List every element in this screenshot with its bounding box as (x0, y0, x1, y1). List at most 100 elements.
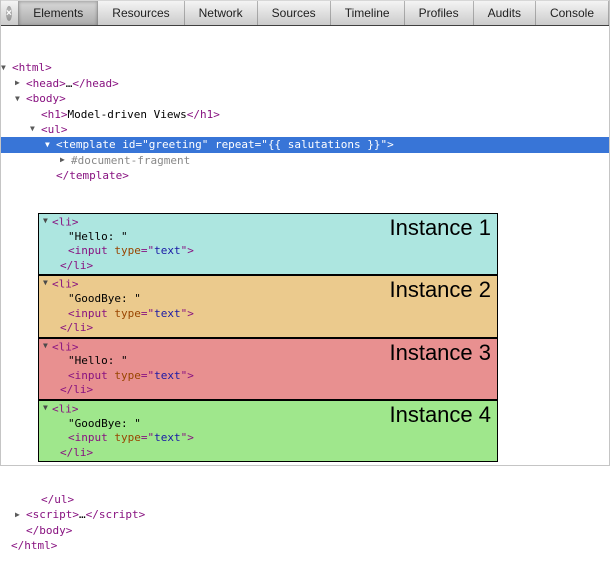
node-input[interactable]: <input type="text"> (39, 307, 497, 322)
code-tag: </head> (72, 77, 118, 90)
code-tag: <template id="greeting" repeat="{{ salut… (56, 138, 394, 151)
tab-audits[interactable]: Audits (474, 1, 536, 25)
node-template-open[interactable]: ▼<template id="greeting" repeat="{{ salu… (1, 137, 609, 153)
node-html-close[interactable]: </html> (1, 538, 609, 553)
expanded-triangle-icon[interactable]: ▼ (43, 401, 52, 416)
code-tag: </template> (56, 169, 129, 182)
code-tag: </ul> (41, 493, 74, 506)
code-tag: <input (68, 431, 114, 444)
instance-label: Instance 4 (389, 402, 491, 428)
expanded-triangle-icon[interactable]: ▼ (15, 91, 26, 106)
code-tag: <input (68, 307, 114, 320)
code-tag: "> (181, 431, 194, 444)
code-tag: =" (141, 431, 154, 444)
code-txt: "Hello: " (68, 230, 128, 243)
collapsed-triangle-icon[interactable]: ▶ (15, 507, 26, 522)
node-html-open[interactable]: ▼<html> (1, 60, 609, 76)
node-input[interactable]: <input type="text"> (39, 431, 497, 446)
tab-sources[interactable]: Sources (258, 1, 331, 25)
code-tag: <li> (52, 278, 79, 291)
code-tag: </body> (26, 524, 72, 537)
code-tag: "> (181, 307, 194, 320)
instance-label: Instance 2 (389, 277, 491, 303)
code-tag: <body> (26, 92, 66, 105)
collapsed-triangle-icon[interactable]: ▶ (60, 152, 71, 167)
code-tag: </h1> (187, 108, 220, 121)
code-val: text (154, 369, 181, 382)
node-li-close[interactable]: </li> (39, 446, 497, 461)
code-tag: <li> (52, 340, 79, 353)
code-tag: </script> (86, 508, 146, 521)
code-tag: </li> (60, 259, 93, 272)
instance-label: Instance 1 (389, 215, 491, 241)
node-ul-open[interactable]: ▼<ul> (1, 122, 609, 138)
code-val: text (154, 307, 181, 320)
node-input[interactable]: <input type="text"> (39, 244, 497, 259)
collapsed-triangle-icon[interactable]: ▶ (15, 75, 26, 90)
code-attr: type (114, 369, 141, 382)
code-txt: "Hello: " (68, 354, 128, 367)
tab-profiles[interactable]: Profiles (405, 1, 474, 25)
node-body-close[interactable]: </body> (1, 523, 609, 538)
node-script[interactable]: ▶<script>…</script> (1, 507, 609, 523)
code-tag: "> (181, 244, 194, 257)
expanded-triangle-icon[interactable]: ▼ (43, 339, 52, 354)
code-val: text (154, 431, 181, 444)
node-input[interactable]: <input type="text"> (39, 369, 497, 384)
code-attr: type (114, 431, 141, 444)
node-document-fragment[interactable]: ▶#document-fragment (1, 153, 609, 169)
code-txt: "GoodBye: " (68, 417, 141, 430)
tab-timeline[interactable]: Timeline (331, 1, 405, 25)
node-li-close[interactable]: </li> (39, 383, 497, 398)
expanded-triangle-icon[interactable]: ▼ (43, 276, 52, 291)
code-tag: <li> (52, 215, 79, 228)
code-tag: <h1> (41, 108, 68, 121)
elements-tree: ▼<html>▶<head>…</head>▼<body><h1>Model-d… (1, 26, 609, 583)
node-template-close[interactable]: </template> (1, 168, 609, 183)
code-tag: <ul> (41, 123, 68, 136)
node-li-close[interactable]: </li> (39, 259, 497, 274)
instance-box-3: ▼<li>"Hello: "<input type="text"></li>In… (38, 338, 498, 400)
tree-rows-bottom: </ul>▶<script>…</script></body> </html> (1, 492, 609, 553)
instance-box-4: ▼<li>"GoodBye: "<input type="text"></li>… (38, 400, 498, 462)
code-txt: "GoodBye: " (68, 292, 141, 305)
node-ul-close[interactable]: </ul> (1, 492, 609, 507)
expanded-triangle-icon[interactable]: ▼ (1, 60, 12, 75)
tab-elements[interactable]: Elements (18, 1, 98, 25)
code-tag: </html> (11, 539, 57, 552)
instance-label: Instance 3 (389, 340, 491, 366)
code-attr: type (114, 244, 141, 257)
code-tag: "> (181, 369, 194, 382)
code-tag: </li> (60, 383, 93, 396)
close-icon[interactable]: × (6, 6, 12, 21)
code-tag: <html> (12, 61, 52, 74)
code-tag: <input (68, 244, 114, 257)
code-tag: </li> (60, 446, 93, 459)
tree-rows-top: ▼<html>▶<head>…</head>▼<body><h1>Model-d… (1, 60, 609, 183)
code-tag: <script> (26, 508, 79, 521)
code-tag: <input (68, 369, 114, 382)
code-val: text (154, 244, 181, 257)
tab-console[interactable]: Console (536, 1, 609, 25)
tab-resources[interactable]: Resources (98, 1, 184, 25)
code-tag: =" (141, 369, 154, 382)
instance-box-2: ▼<li>"GoodBye: " <input type="text"></li>… (38, 275, 498, 337)
node-body-open[interactable]: ▼<body> (1, 91, 609, 107)
instance-box-1: ▼<li>"Hello: "<input type="text"></li>In… (38, 213, 498, 275)
expanded-triangle-icon[interactable]: ▼ (43, 214, 52, 229)
node-li-close[interactable]: </li> (39, 321, 497, 336)
code-tag: =" (141, 307, 154, 320)
node-head[interactable]: ▶<head>…</head> (1, 76, 609, 92)
code-attr: type (114, 307, 141, 320)
code-frag: #document-fragment (71, 154, 190, 167)
code-tag: =" (141, 244, 154, 257)
expanded-triangle-icon[interactable]: ▼ (30, 121, 41, 136)
expanded-triangle-icon[interactable]: ▼ (45, 137, 56, 152)
tab-network[interactable]: Network (185, 1, 258, 25)
node-h1[interactable]: <h1>Model-driven Views</h1> (1, 107, 609, 122)
instance-boxes: ▼<li>"Hello: "<input type="text"></li>In… (1, 213, 609, 462)
code-tag: <head> (26, 77, 66, 90)
